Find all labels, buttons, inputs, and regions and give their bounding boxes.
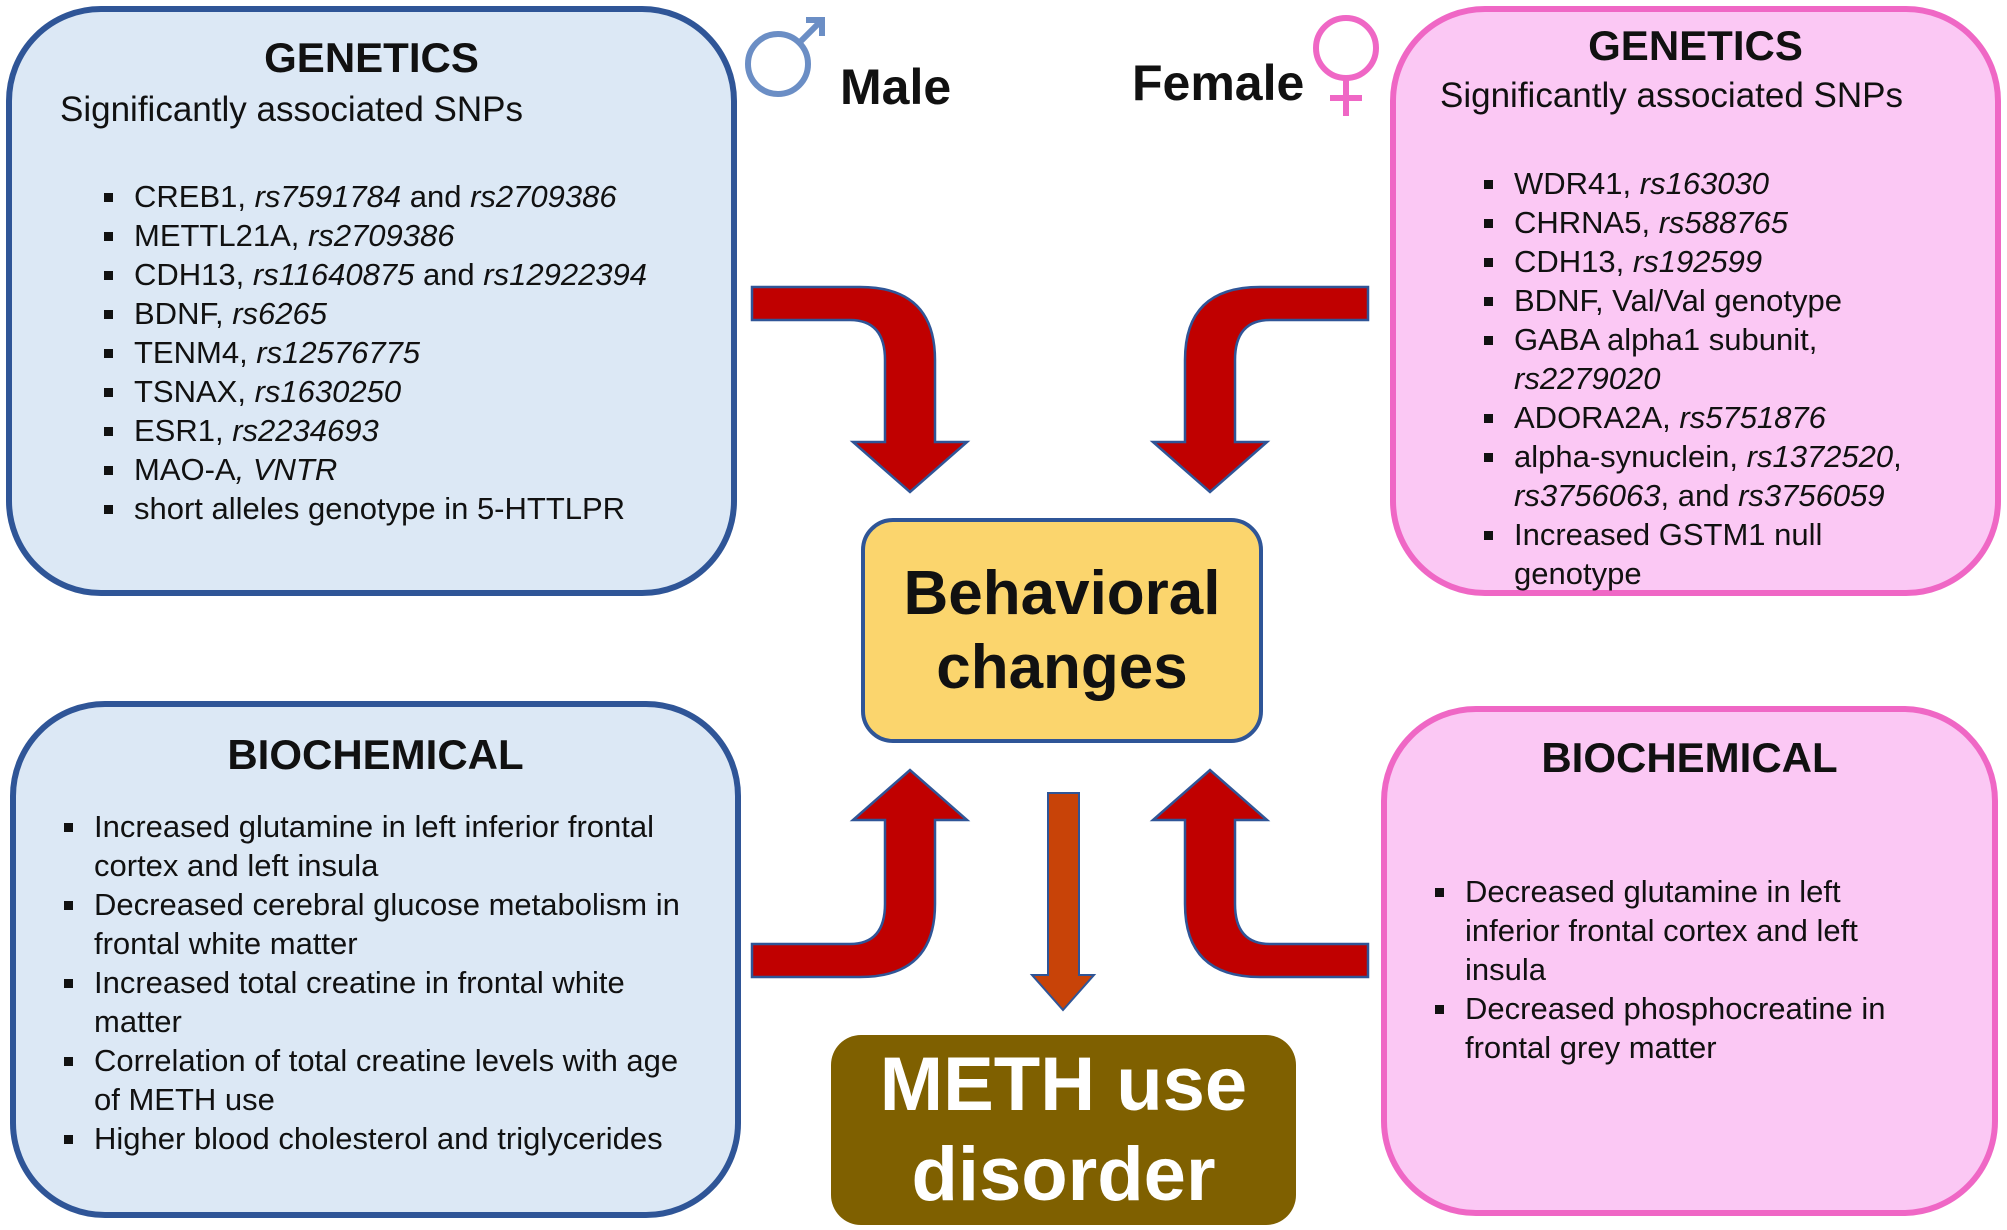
- gene-text: short alleles genotype in 5-HTTLPR: [134, 491, 626, 526]
- female-genetics-item: CDH13, rs192599: [1480, 242, 1940, 281]
- female-biochemical-title: BIOCHEMICAL: [1541, 734, 1838, 781]
- female-biochemical-box: BIOCHEMICAL Decreased glutamine in left …: [1381, 706, 1998, 1216]
- male-biochemical-item: Decreased cerebral glucose metabolism in…: [60, 885, 700, 963]
- gene-text: CHRNA5,: [1514, 205, 1659, 240]
- male-genetics-item: short alleles genotype in 5-HTTLPR: [100, 489, 647, 528]
- male-genetics-item: MAO-A, VNTR: [100, 450, 647, 489]
- gene-text: TENM4,: [134, 335, 257, 370]
- female-biochemical-item: Decreased phosphocreatine in frontal gre…: [1431, 989, 1931, 1067]
- gene-text: ,: [1893, 439, 1902, 474]
- male-biochemical-list: Increased glutamine in left inferior fro…: [60, 807, 700, 1158]
- snp-id: , VNTR: [235, 452, 338, 487]
- female-genetics-item: ADORA2A, rs5751876: [1480, 398, 1940, 437]
- female-biochemical-list: Decreased glutamine in left inferior fro…: [1431, 872, 1931, 1067]
- snp-id: rs11640875: [252, 257, 415, 292]
- female-genetics-item: alpha-synuclein, rs1372520, rs3756063, a…: [1480, 437, 1940, 515]
- female-symbol-icon: [1313, 15, 1379, 116]
- female-biochemical-item: Decreased glutamine in left inferior fro…: [1431, 872, 1931, 989]
- gene-text: MAO-A: [134, 452, 236, 487]
- snp-id: rs588765: [1658, 205, 1788, 240]
- gene-text: TSNAX,: [134, 374, 255, 409]
- behavioral-changes-box: Behavioral changes: [861, 518, 1263, 743]
- snp-id: rs3756059: [1738, 478, 1885, 513]
- gene-text: BDNF,: [134, 296, 233, 331]
- male-genetics-item: CREB1, rs7591784 and rs2709386: [100, 177, 647, 216]
- male-label: Male: [840, 59, 952, 115]
- gene-text: CDH13,: [1514, 244, 1633, 279]
- male-genetics-title: GENETICS: [264, 34, 479, 81]
- gene-text: , and: [1660, 478, 1739, 513]
- meth-line1: METH use: [879, 1042, 1248, 1127]
- female-genetics-title: GENETICS: [1588, 22, 1803, 69]
- male-genetics-arrow: [750, 285, 971, 494]
- meth-line2: disorder: [911, 1132, 1216, 1217]
- gene-text: and: [401, 179, 471, 214]
- gene-text: ADORA2A,: [1514, 400, 1680, 435]
- male-genetics-item: CDH13, rs11640875 and rs12922394: [100, 255, 647, 294]
- female-genetics-item: WDR41, rs163030: [1480, 164, 1940, 203]
- snp-id: rs2234693: [232, 413, 379, 448]
- female-label: Female: [1132, 55, 1305, 111]
- female-genetics-subtitle: Significantly associated SNPs: [1440, 76, 1903, 115]
- gene-text: alpha-synuclein,: [1514, 439, 1747, 474]
- male-symbol-icon: [745, 17, 825, 97]
- female-genetics-arrow: [1149, 285, 1370, 494]
- snp-id: rs12922394: [483, 257, 648, 292]
- female-genetics-box: GENETICS Significantly associated SNPs W…: [1390, 6, 2001, 596]
- meth-use-disorder-box: METH use disorder: [831, 1035, 1296, 1225]
- male-biochemical-item: Higher blood cholesterol and triglycerid…: [60, 1119, 700, 1158]
- behavioral-line2: changes: [936, 632, 1188, 702]
- male-genetics-list: CREB1, rs7591784 and rs2709386 METTL21A,…: [100, 177, 647, 528]
- snp-id: rs1372520: [1746, 439, 1894, 474]
- female-genetics-item: CHRNA5, rs588765: [1480, 203, 1940, 242]
- male-genetics-item: METTL21A, rs2709386: [100, 216, 647, 255]
- snp-id: rs1630250: [254, 374, 402, 409]
- female-genetics-item: BDNF, Val/Val genotype: [1480, 281, 1940, 320]
- male-genetics-item: BDNF, rs6265: [100, 294, 647, 333]
- gene-text: BDNF, Val/Val genotype: [1514, 283, 1842, 318]
- gene-text: CREB1,: [134, 179, 255, 214]
- snp-id: rs7591784: [254, 179, 402, 214]
- male-biochemical-item: Increased glutamine in left inferior fro…: [60, 807, 700, 885]
- behavioral-line1: Behavioral: [903, 558, 1221, 628]
- male-biochemical-arrow: [750, 768, 971, 979]
- female-genetics-item: GABA alpha1 subunit, rs2279020: [1480, 320, 1940, 398]
- snp-id: rs2709386: [470, 179, 617, 214]
- snp-id: rs2279020: [1514, 361, 1661, 396]
- snp-id: rs5751876: [1679, 400, 1826, 435]
- male-biochemical-item: Correlation of total creatine levels wit…: [60, 1041, 700, 1119]
- gene-text: and: [414, 257, 484, 292]
- gene-text: Increased GSTM1 null genotype: [1514, 517, 1823, 591]
- gene-text: ESR1,: [134, 413, 233, 448]
- female-biochemical-arrow: [1149, 768, 1370, 979]
- snp-id: rs2709386: [308, 218, 455, 253]
- snp-id: rs163030: [1639, 166, 1770, 201]
- male-genetics-subtitle: Significantly associated SNPs: [60, 90, 523, 129]
- male-genetics-item: TENM4, rs12576775: [100, 333, 647, 372]
- snp-id: rs6265: [232, 296, 327, 331]
- gene-text: METTL21A,: [134, 218, 308, 253]
- gene-text: GABA alpha1 subunit,: [1514, 322, 1818, 357]
- snp-id: rs3756063: [1514, 478, 1661, 513]
- snp-id: rs12576775: [256, 335, 421, 370]
- behavior-to-disorder-arrow: [1029, 792, 1097, 1012]
- male-genetics-item: ESR1, rs2234693: [100, 411, 647, 450]
- male-genetics-box: GENETICS Significantly associated SNPs C…: [6, 6, 737, 596]
- female-genetics-item: Increased GSTM1 null genotype: [1480, 515, 1940, 593]
- gene-text: WDR41,: [1514, 166, 1640, 201]
- snp-id: rs192599: [1632, 244, 1763, 279]
- male-biochemical-item: Increased total creatine in frontal whit…: [60, 963, 700, 1041]
- gene-text: CDH13,: [134, 257, 253, 292]
- male-biochemical-title: BIOCHEMICAL: [227, 731, 524, 778]
- male-biochemical-box: BIOCHEMICAL Increased glutamine in left …: [10, 701, 741, 1218]
- male-genetics-item: TSNAX, rs1630250: [100, 372, 647, 411]
